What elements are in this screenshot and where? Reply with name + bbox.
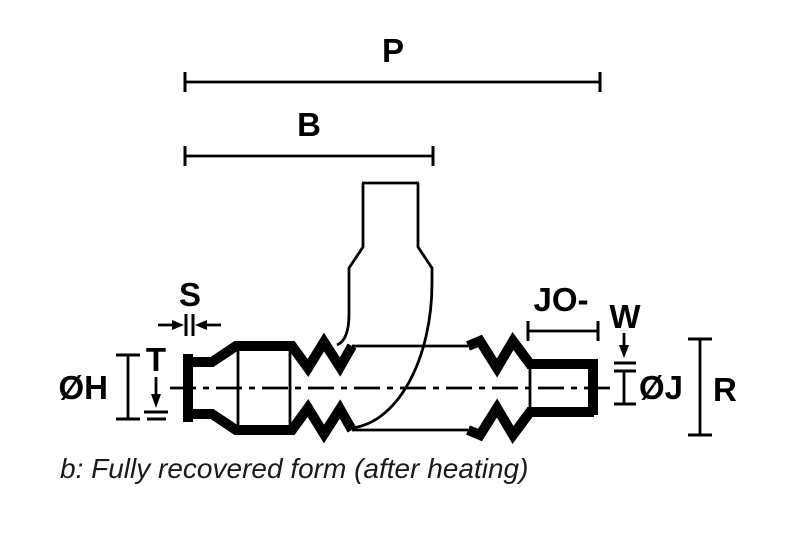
- elbow-arc: [348, 282, 434, 430]
- dim-label-r: R: [713, 371, 737, 408]
- vertical-outlet-outline: [336, 181, 434, 430]
- boot-body-outline: [183, 331, 598, 445]
- dim-label-jo: JO-: [533, 281, 588, 318]
- dim-w-oj: W ØJ: [609, 298, 683, 406]
- dim-label-t: T: [146, 341, 166, 378]
- dim-label-p: P: [382, 32, 404, 69]
- dim-label-w: W: [609, 298, 641, 335]
- dim-s-arrowhead-left: [172, 320, 184, 330]
- dim-p: P: [183, 32, 602, 92]
- dim-b: B: [183, 106, 435, 166]
- right-bottom-corrugation-and-tube-wall: [466, 398, 594, 445]
- dim-t: T: [144, 341, 168, 421]
- left-top-wall-and-corrugation: [183, 332, 357, 377]
- dim-oh: ØH: [59, 353, 140, 421]
- stub-right-edge: [416, 183, 434, 283]
- dim-label-b: B: [297, 106, 321, 143]
- stub-left-edge: [336, 183, 365, 347]
- dim-w-arrowhead: [619, 345, 629, 358]
- dim-label-oj: ØJ: [639, 369, 683, 406]
- dim-s-arrowhead-right: [195, 320, 207, 330]
- left-bottom-wall-and-corrugation: [183, 399, 357, 444]
- dim-s: S: [158, 276, 221, 336]
- dim-t-arrowhead: [151, 394, 161, 408]
- dim-r: R: [688, 337, 737, 437]
- right-top-corrugation-and-tube-wall: [466, 331, 594, 378]
- figure-caption: b: Fully recovered form (after heating): [60, 453, 528, 484]
- dim-jo: JO-: [526, 281, 600, 341]
- dim-label-s: S: [179, 276, 201, 313]
- dim-label-oh: ØH: [59, 369, 109, 406]
